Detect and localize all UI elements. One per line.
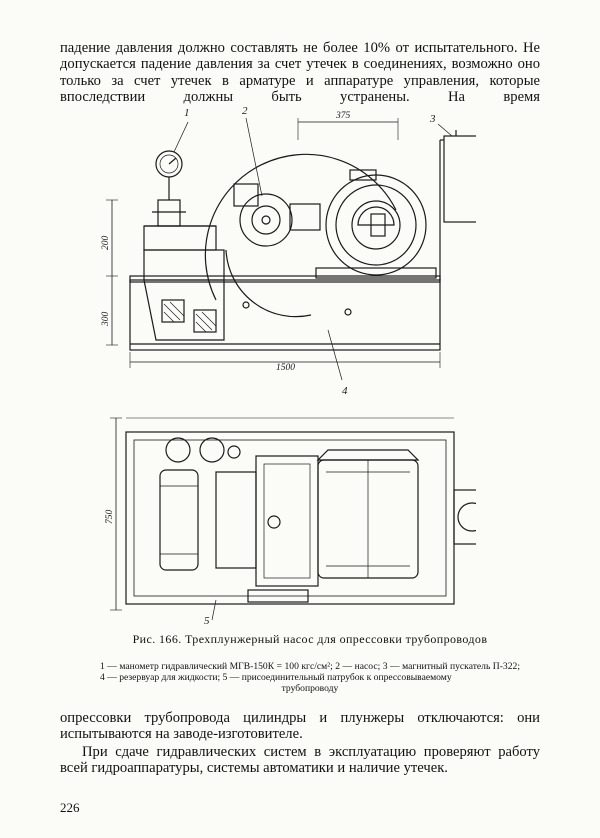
paragraph-bottom-1: опрессовки трубопровода цилиндры и плунж… — [60, 710, 540, 743]
reservoir-plan — [159, 469, 199, 571]
figure-caption-title: Рис. 166. Трехплунжерный насос для опрес… — [132, 632, 488, 646]
dim-750: 750 — [105, 510, 115, 525]
callout-5: 5 — [204, 615, 210, 625]
legend-main: 1 — манометр гидравлический МГВ-150К = 1… — [100, 661, 520, 683]
pump-technical-drawing: 1 2 3 4 5 375 1500 200 300 750 — [101, 105, 476, 625]
callout-2: 2 — [242, 105, 248, 117]
figure-pump-drawing: 1 2 3 4 5 375 1500 200 300 750 — [96, 100, 476, 625]
callout-1: 1 — [184, 107, 190, 119]
dim-300: 300 — [101, 312, 111, 328]
pump-housing — [204, 153, 397, 301]
page-number: 226 — [60, 800, 80, 815]
base-tank — [129, 279, 441, 351]
figure-caption-legend: 1 — манометр гидравлический МГВ-150К = 1… — [100, 661, 520, 694]
paragraph-bottom-2: При сдаче гидравлических систем в эксплу… — [60, 744, 540, 777]
callout-3: 3 — [429, 113, 436, 125]
paragraph-top: падение давления должно составлять не бо… — [60, 40, 540, 106]
legend-last: трубопроводу — [281, 683, 339, 694]
dim-200: 200 — [101, 236, 111, 251]
pump-plan — [215, 471, 257, 569]
callout-4: 4 — [342, 385, 348, 397]
dim-375: 375 — [335, 111, 351, 121]
magnetic-starter — [443, 135, 476, 223]
dim-1500: 1500 — [276, 363, 295, 373]
